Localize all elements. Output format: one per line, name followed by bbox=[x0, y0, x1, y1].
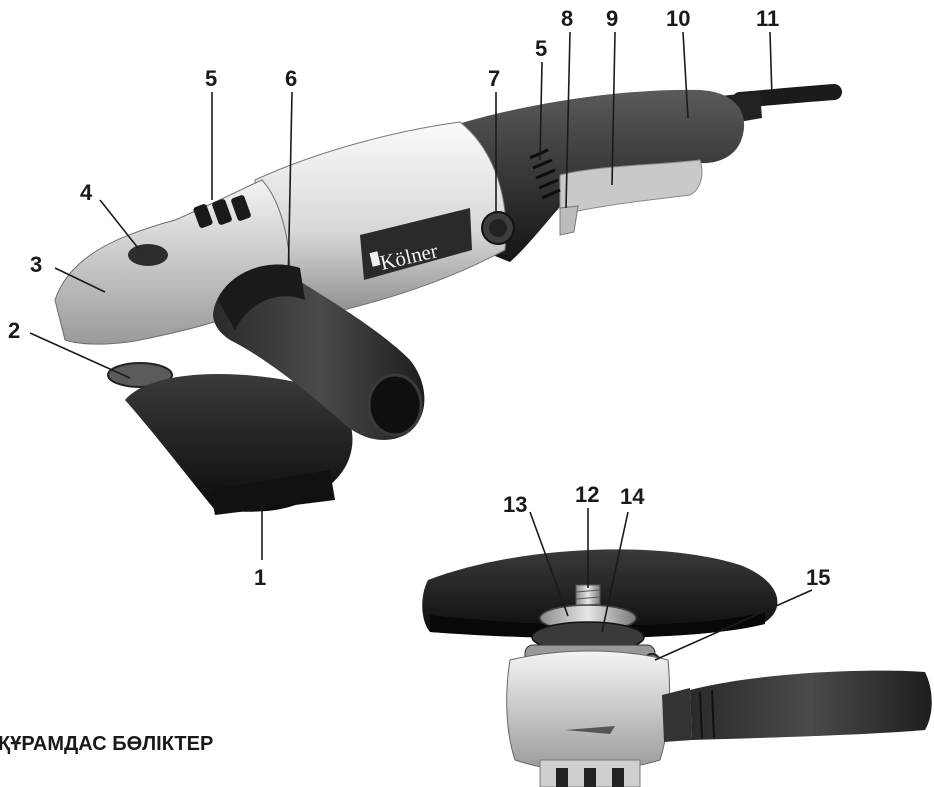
detail-head bbox=[506, 650, 671, 772]
trigger-lever bbox=[559, 205, 579, 236]
rear-handle bbox=[455, 89, 745, 262]
callout-15: 15 bbox=[806, 565, 830, 590]
side-handle-end bbox=[367, 373, 423, 437]
spindle-lock-button bbox=[128, 244, 168, 266]
callout-13: 13 bbox=[503, 492, 527, 517]
leader-8 bbox=[565, 31, 571, 209]
angle-grinder-main: Kölner bbox=[54, 84, 842, 515]
callout-5a: 5 bbox=[205, 66, 217, 91]
callout-10: 10 bbox=[666, 6, 690, 31]
leader-2 bbox=[29, 332, 131, 379]
callout-8: 8 bbox=[561, 6, 573, 31]
leader-11 bbox=[769, 31, 773, 99]
leader-15 bbox=[654, 589, 813, 661]
detail-head-arrow bbox=[565, 726, 615, 734]
leader-13 bbox=[529, 511, 569, 617]
callout-12: 12 bbox=[575, 482, 599, 507]
callout-14: 14 bbox=[620, 484, 645, 509]
callout-2: 2 bbox=[8, 318, 20, 343]
leader-3 bbox=[54, 267, 106, 293]
leader-4 bbox=[99, 199, 139, 249]
section-heading: ҚҰРАМДАС БӨЛІКТЕР bbox=[0, 733, 214, 755]
trigger-panel bbox=[559, 159, 703, 216]
callout-4: 4 bbox=[80, 180, 93, 205]
leader-5b bbox=[539, 61, 543, 161]
rear-vents bbox=[529, 148, 561, 200]
callout-6: 6 bbox=[285, 66, 297, 91]
callout-9: 9 bbox=[606, 6, 618, 31]
leader-9 bbox=[611, 31, 616, 186]
disc-guard-rim bbox=[210, 470, 335, 515]
callout-3: 3 bbox=[30, 252, 42, 277]
callout-7: 7 bbox=[488, 66, 500, 91]
detail-side-handle-collar bbox=[662, 688, 692, 742]
angle-grinder-detail bbox=[422, 549, 932, 787]
leader-10 bbox=[682, 31, 689, 119]
brand-logo-mark bbox=[369, 251, 381, 267]
head-vents bbox=[193, 195, 251, 228]
leader-14 bbox=[601, 511, 629, 633]
leader-6 bbox=[287, 91, 293, 289]
callout-11: 11 bbox=[756, 6, 779, 31]
callout-5b: 5 bbox=[535, 36, 547, 61]
brand-plate bbox=[360, 208, 472, 280]
spindle-flange bbox=[107, 362, 173, 388]
callout-labels: 1 2 3 4 5 6 7 5 8 9 10 11 12 13 14 15 bbox=[8, 6, 830, 590]
callout-1: 1 bbox=[254, 565, 266, 590]
leader-lines bbox=[29, 31, 813, 661]
side-handle-collar bbox=[218, 264, 305, 330]
detail-guard-rim bbox=[430, 612, 765, 639]
detail-side-handle bbox=[690, 670, 932, 740]
